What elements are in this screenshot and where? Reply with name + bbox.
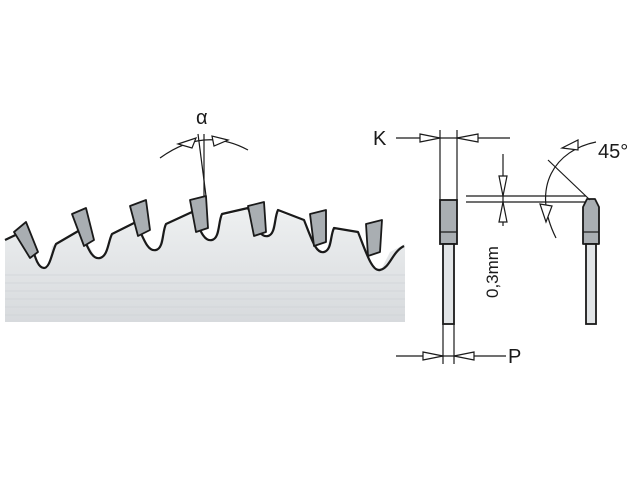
tooth-4 (189, 195, 209, 233)
chamfered-tooth-plate (585, 243, 597, 325)
hook-angle-label: α (196, 107, 208, 129)
chamfer-size-arrow-bottom (498, 201, 508, 223)
chamfer-size-label: 0,3mm (483, 246, 502, 298)
cross-section-tooth (439, 199, 458, 245)
chamfer-size-arrow-top (498, 175, 508, 197)
chamfer-angle-arrow-bottom (539, 203, 553, 224)
blade-profile (4, 195, 405, 322)
blade-hatching (5, 274, 405, 316)
chamfer-angle-label: 45° (598, 141, 628, 163)
tooth-6 (309, 209, 327, 247)
tooth-7 (365, 219, 383, 257)
hook-angle-arrow-right (211, 135, 230, 147)
tooth-2 (71, 207, 95, 247)
tooth-3 (129, 199, 151, 237)
tooth-5 (247, 201, 267, 237)
hook-angle-arrow-left (175, 137, 198, 149)
kerf-arrow-right (456, 133, 479, 143)
cross-section-plate (442, 243, 455, 325)
chamfer-size-annotation (466, 154, 586, 226)
carbide-teeth (13, 195, 383, 259)
chamfered-tooth (582, 198, 600, 325)
blade-body (5, 208, 405, 322)
hook-angle-arc (159, 139, 249, 159)
plate-label: P (508, 346, 521, 368)
chamfer-angle-arc (545, 141, 597, 239)
tooth-cross-section: K P (373, 128, 521, 368)
tooth-1 (13, 221, 39, 259)
chamfer-angle-bevel-line (547, 159, 591, 201)
kerf-label: K (373, 128, 387, 150)
chamfer-angle-arrow-top (559, 139, 579, 151)
hook-angle-face-line (197, 133, 207, 197)
plate-arrow-right (453, 351, 475, 361)
chamfer-angle-annotation (539, 139, 597, 239)
plate-arrow-left (422, 351, 444, 361)
chamfered-tooth-tip (582, 198, 600, 245)
kerf-arrow-left (419, 133, 441, 143)
hook-angle-annotation (159, 133, 249, 197)
